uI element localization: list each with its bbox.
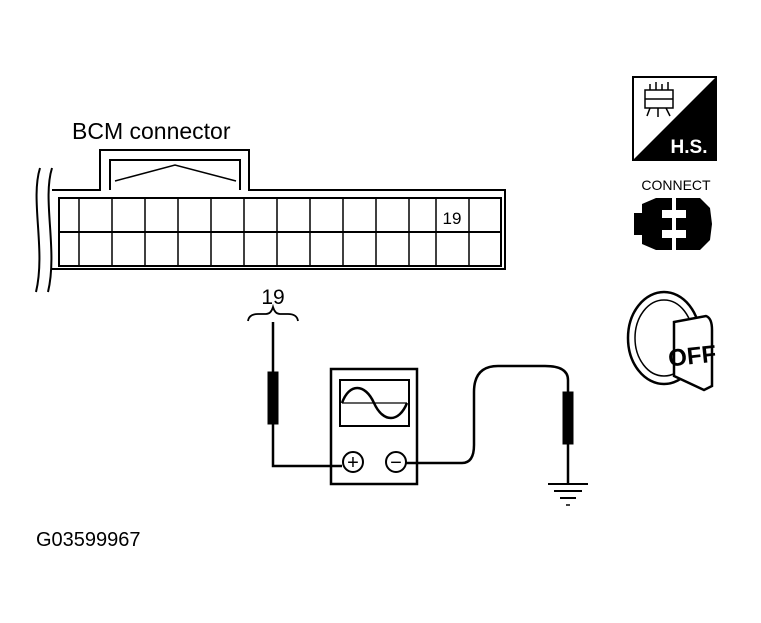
ground-test-probe xyxy=(562,391,574,484)
cavity-number-label: 19 xyxy=(443,209,462,228)
connector-label: BCM connector xyxy=(72,118,231,144)
bcm-connector xyxy=(52,149,506,270)
connector-cavity-grid xyxy=(78,198,470,266)
negative-test-lead xyxy=(406,364,570,465)
ignition-key-icon xyxy=(626,290,714,392)
harness-side-label: H.S. xyxy=(671,137,708,158)
positive-terminal-icon xyxy=(342,451,364,473)
figure-id: G03599967 xyxy=(36,529,141,551)
probe-terminal-label: 19 xyxy=(261,286,284,309)
harness-side-icon xyxy=(632,76,717,161)
ground-symbol-icon xyxy=(548,483,588,506)
connector-connect-icon xyxy=(634,198,712,250)
terminal-brace xyxy=(247,303,299,322)
oscilloscope-tester xyxy=(329,367,419,486)
harness-break-lines xyxy=(35,167,53,293)
positive-test-probe xyxy=(267,322,342,468)
sine-wave-trace xyxy=(340,386,409,420)
connect-label: CONNECT xyxy=(641,177,711,193)
negative-symbol: − xyxy=(390,452,402,474)
positive-symbol: + xyxy=(347,452,359,474)
ignition-off-label: OFF xyxy=(667,341,718,373)
